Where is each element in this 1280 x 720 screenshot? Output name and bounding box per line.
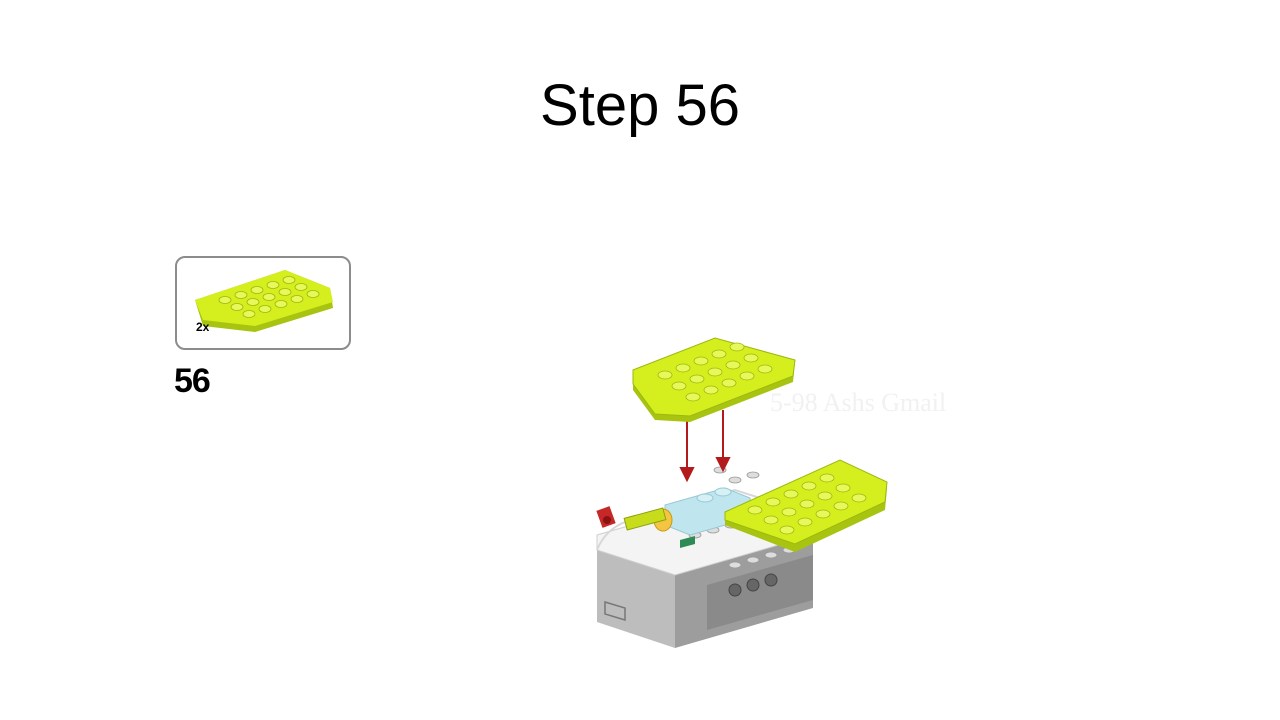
step-title: Step 56	[540, 73, 740, 138]
red-assembly-arrow-icon	[679, 410, 731, 483]
assembly-illustration	[596, 337, 888, 648]
step-number: 56	[174, 362, 211, 400]
part-quantity: 2x	[196, 320, 210, 334]
parts-callout-box: 2x	[175, 256, 351, 350]
lime-plate-incoming	[632, 337, 796, 422]
lime-wedge-plate-icon	[195, 270, 333, 332]
lime-plate-placed	[724, 459, 888, 552]
watermark-text: 5-98 Ashs Gmail	[770, 388, 947, 417]
